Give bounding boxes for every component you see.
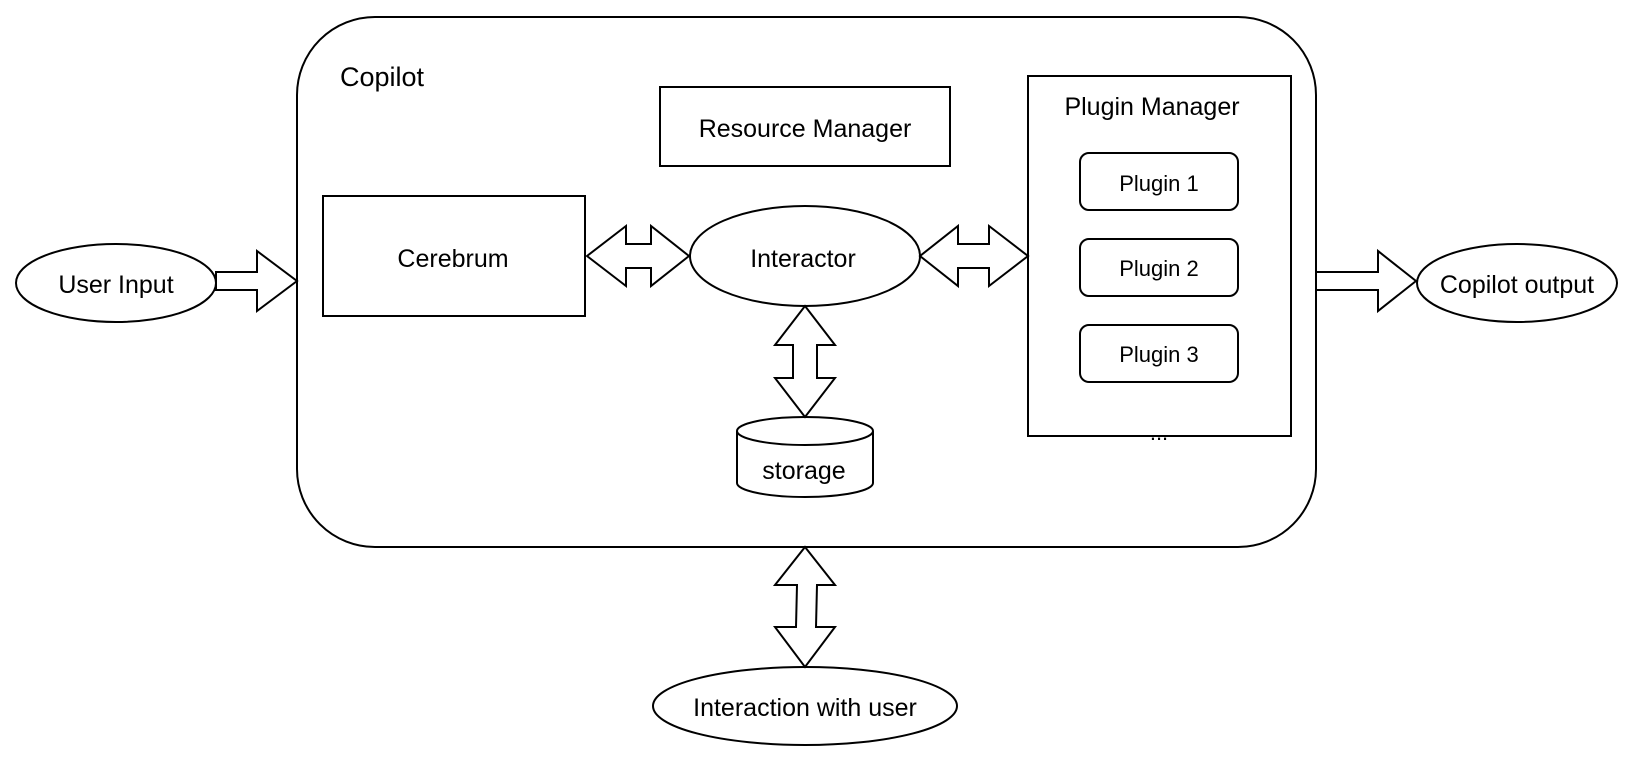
copilot-output-label: Copilot output (1440, 271, 1594, 299)
user-input-node: User Input (15, 243, 217, 323)
interactor-storage-double-arrow-icon (772, 304, 838, 419)
resource-manager-label: Resource Manager (699, 115, 912, 143)
plugin-item: Plugin 1 (1079, 152, 1239, 211)
copilot-title: Copilot (340, 62, 425, 92)
interactor-node: Interactor (689, 205, 921, 307)
interaction-with-user-node: Interaction with user (652, 666, 958, 746)
user-input-label: User Input (58, 271, 173, 299)
plugin-item: Plugin 2 (1079, 238, 1239, 297)
plugin-item: Plugin 3 (1079, 324, 1239, 383)
plugin-label: Plugin 3 (1119, 342, 1199, 367)
plugin-label: Plugin 2 (1119, 256, 1199, 281)
storage-label: storage (762, 457, 845, 485)
plugin-label: Plugin 1 (1119, 171, 1199, 196)
cerebrum-node: Cerebrum (322, 195, 586, 317)
copilot-output-arrow-icon (1315, 248, 1418, 314)
cerebrum-label: Cerebrum (397, 245, 508, 273)
plugin-manager-node: Plugin Manager Plugin 1 Plugin 2 Plugin … (1027, 75, 1292, 445)
interactor-label: Interactor (750, 245, 856, 273)
copilot-user-interaction-double-arrow-icon (772, 545, 838, 669)
copilot-output-node: Copilot output (1416, 243, 1618, 323)
plugin-manager-title: Plugin Manager (1064, 93, 1239, 121)
interaction-with-user-label: Interaction with user (693, 694, 917, 722)
plugin-more-ellipsis: ... (1150, 420, 1168, 445)
cerebrum-interactor-double-arrow-icon (585, 223, 691, 289)
resource-manager-node: Resource Manager (659, 86, 951, 167)
storage-node: storage (736, 416, 874, 498)
interactor-plugin-double-arrow-icon (918, 223, 1030, 289)
user-input-arrow-icon (215, 249, 299, 313)
